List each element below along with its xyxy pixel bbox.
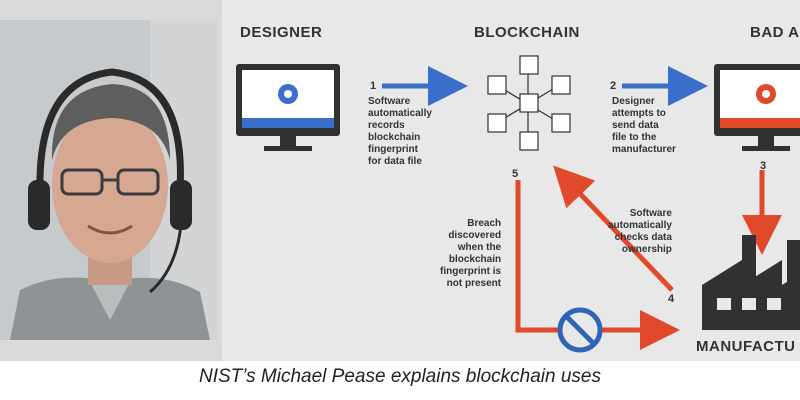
webcam-feed bbox=[0, 20, 218, 340]
video-caption: NIST’s Michael Pease explains blockchain… bbox=[198, 366, 601, 387]
diagram-graphics bbox=[236, 55, 800, 353]
step-1-text: Software automatically records blockchai… bbox=[368, 96, 432, 167]
heading-designer: DESIGNER bbox=[240, 24, 323, 41]
blockchain-diagram: DESIGNER BLOCKCHAIN BAD A MANUFACTU 1 So… bbox=[222, 0, 800, 361]
speaker-video bbox=[0, 20, 218, 340]
step-4-text: Software automatically checks data owner… bbox=[608, 208, 672, 255]
step-1-number: 1 bbox=[370, 80, 377, 92]
step-4-number: 4 bbox=[668, 293, 675, 305]
step-3-number: 3 bbox=[760, 160, 767, 172]
step-2-text: Designer attempts to send data file to t… bbox=[612, 96, 676, 155]
bad-actor-monitor-icon bbox=[714, 64, 800, 151]
video-frame: DESIGNER BLOCKCHAIN BAD A MANUFACTU 1 So… bbox=[0, 0, 800, 361]
designer-monitor-icon bbox=[236, 64, 340, 151]
arrow-4 bbox=[553, 165, 674, 292]
step-2-number: 2 bbox=[610, 80, 617, 92]
blockchain-cubes-icon bbox=[487, 55, 571, 151]
step-5-text: Breach discovered when the blockchain fi… bbox=[440, 218, 502, 289]
step-5-number: 5 bbox=[512, 168, 519, 180]
heading-manufacturer: MANUFACTU bbox=[696, 338, 796, 355]
factory-icon bbox=[702, 235, 800, 330]
heading-blockchain: BLOCKCHAIN bbox=[474, 24, 580, 41]
arrow-5 bbox=[515, 180, 680, 350]
heading-bad-actor: BAD A bbox=[750, 24, 800, 41]
no-sign-icon bbox=[557, 307, 603, 353]
